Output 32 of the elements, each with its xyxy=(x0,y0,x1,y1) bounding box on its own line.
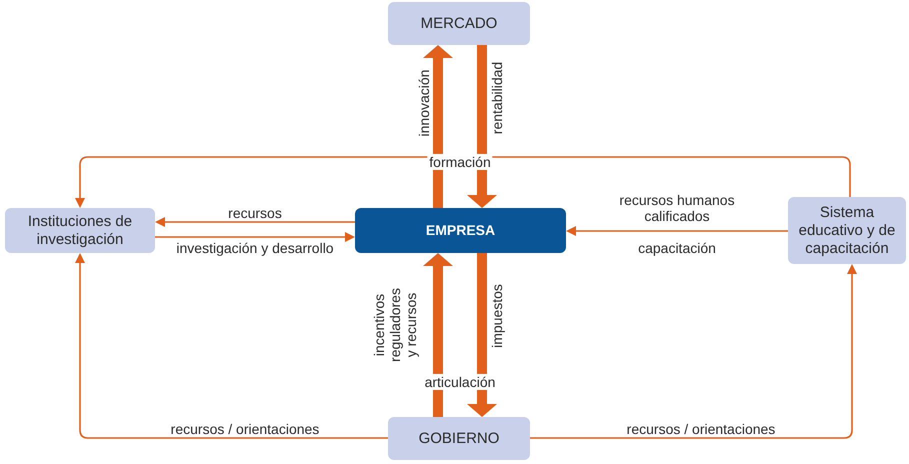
edge-label: recursos / orientaciones xyxy=(626,420,776,438)
actor-box xyxy=(788,197,906,264)
node-label: GOBIERNO xyxy=(418,430,500,448)
edge-label: incentivos reguladores y recursos xyxy=(370,287,420,364)
edge-label: recursos xyxy=(227,204,283,222)
edge-label: rentabilidad xyxy=(488,60,506,136)
flow-label: capacitación xyxy=(637,240,717,256)
thick-arrow xyxy=(467,45,497,208)
actor-box xyxy=(388,2,530,45)
thick-arrow xyxy=(423,45,453,208)
edge-label: recursos humanos calificados xyxy=(618,192,736,224)
actor-box xyxy=(388,417,530,460)
arrow xyxy=(155,217,355,227)
node-label: EMPRESA xyxy=(426,222,496,239)
thick-arrow xyxy=(423,253,453,417)
arrow xyxy=(566,226,788,236)
arrow xyxy=(75,253,388,439)
node-label: Sistema educativo y de capacitación xyxy=(798,204,896,258)
edge-label: impuestos xyxy=(488,283,506,350)
edge-label: innovación xyxy=(416,68,432,138)
arrow xyxy=(155,232,355,242)
node-label: MERCADO xyxy=(420,14,498,32)
arrow xyxy=(530,264,857,439)
edge-label: investigación y desarrollo xyxy=(175,240,335,256)
edge-label: recursos / orientaciones xyxy=(170,420,320,438)
central-box xyxy=(355,208,566,253)
actor-box xyxy=(5,208,155,253)
node-label: Instituciones de investigación xyxy=(26,212,134,248)
arrow xyxy=(75,156,851,208)
thick-arrow xyxy=(467,253,497,417)
flow-label: articulación xyxy=(422,374,498,390)
edge-label: formación xyxy=(427,154,493,170)
